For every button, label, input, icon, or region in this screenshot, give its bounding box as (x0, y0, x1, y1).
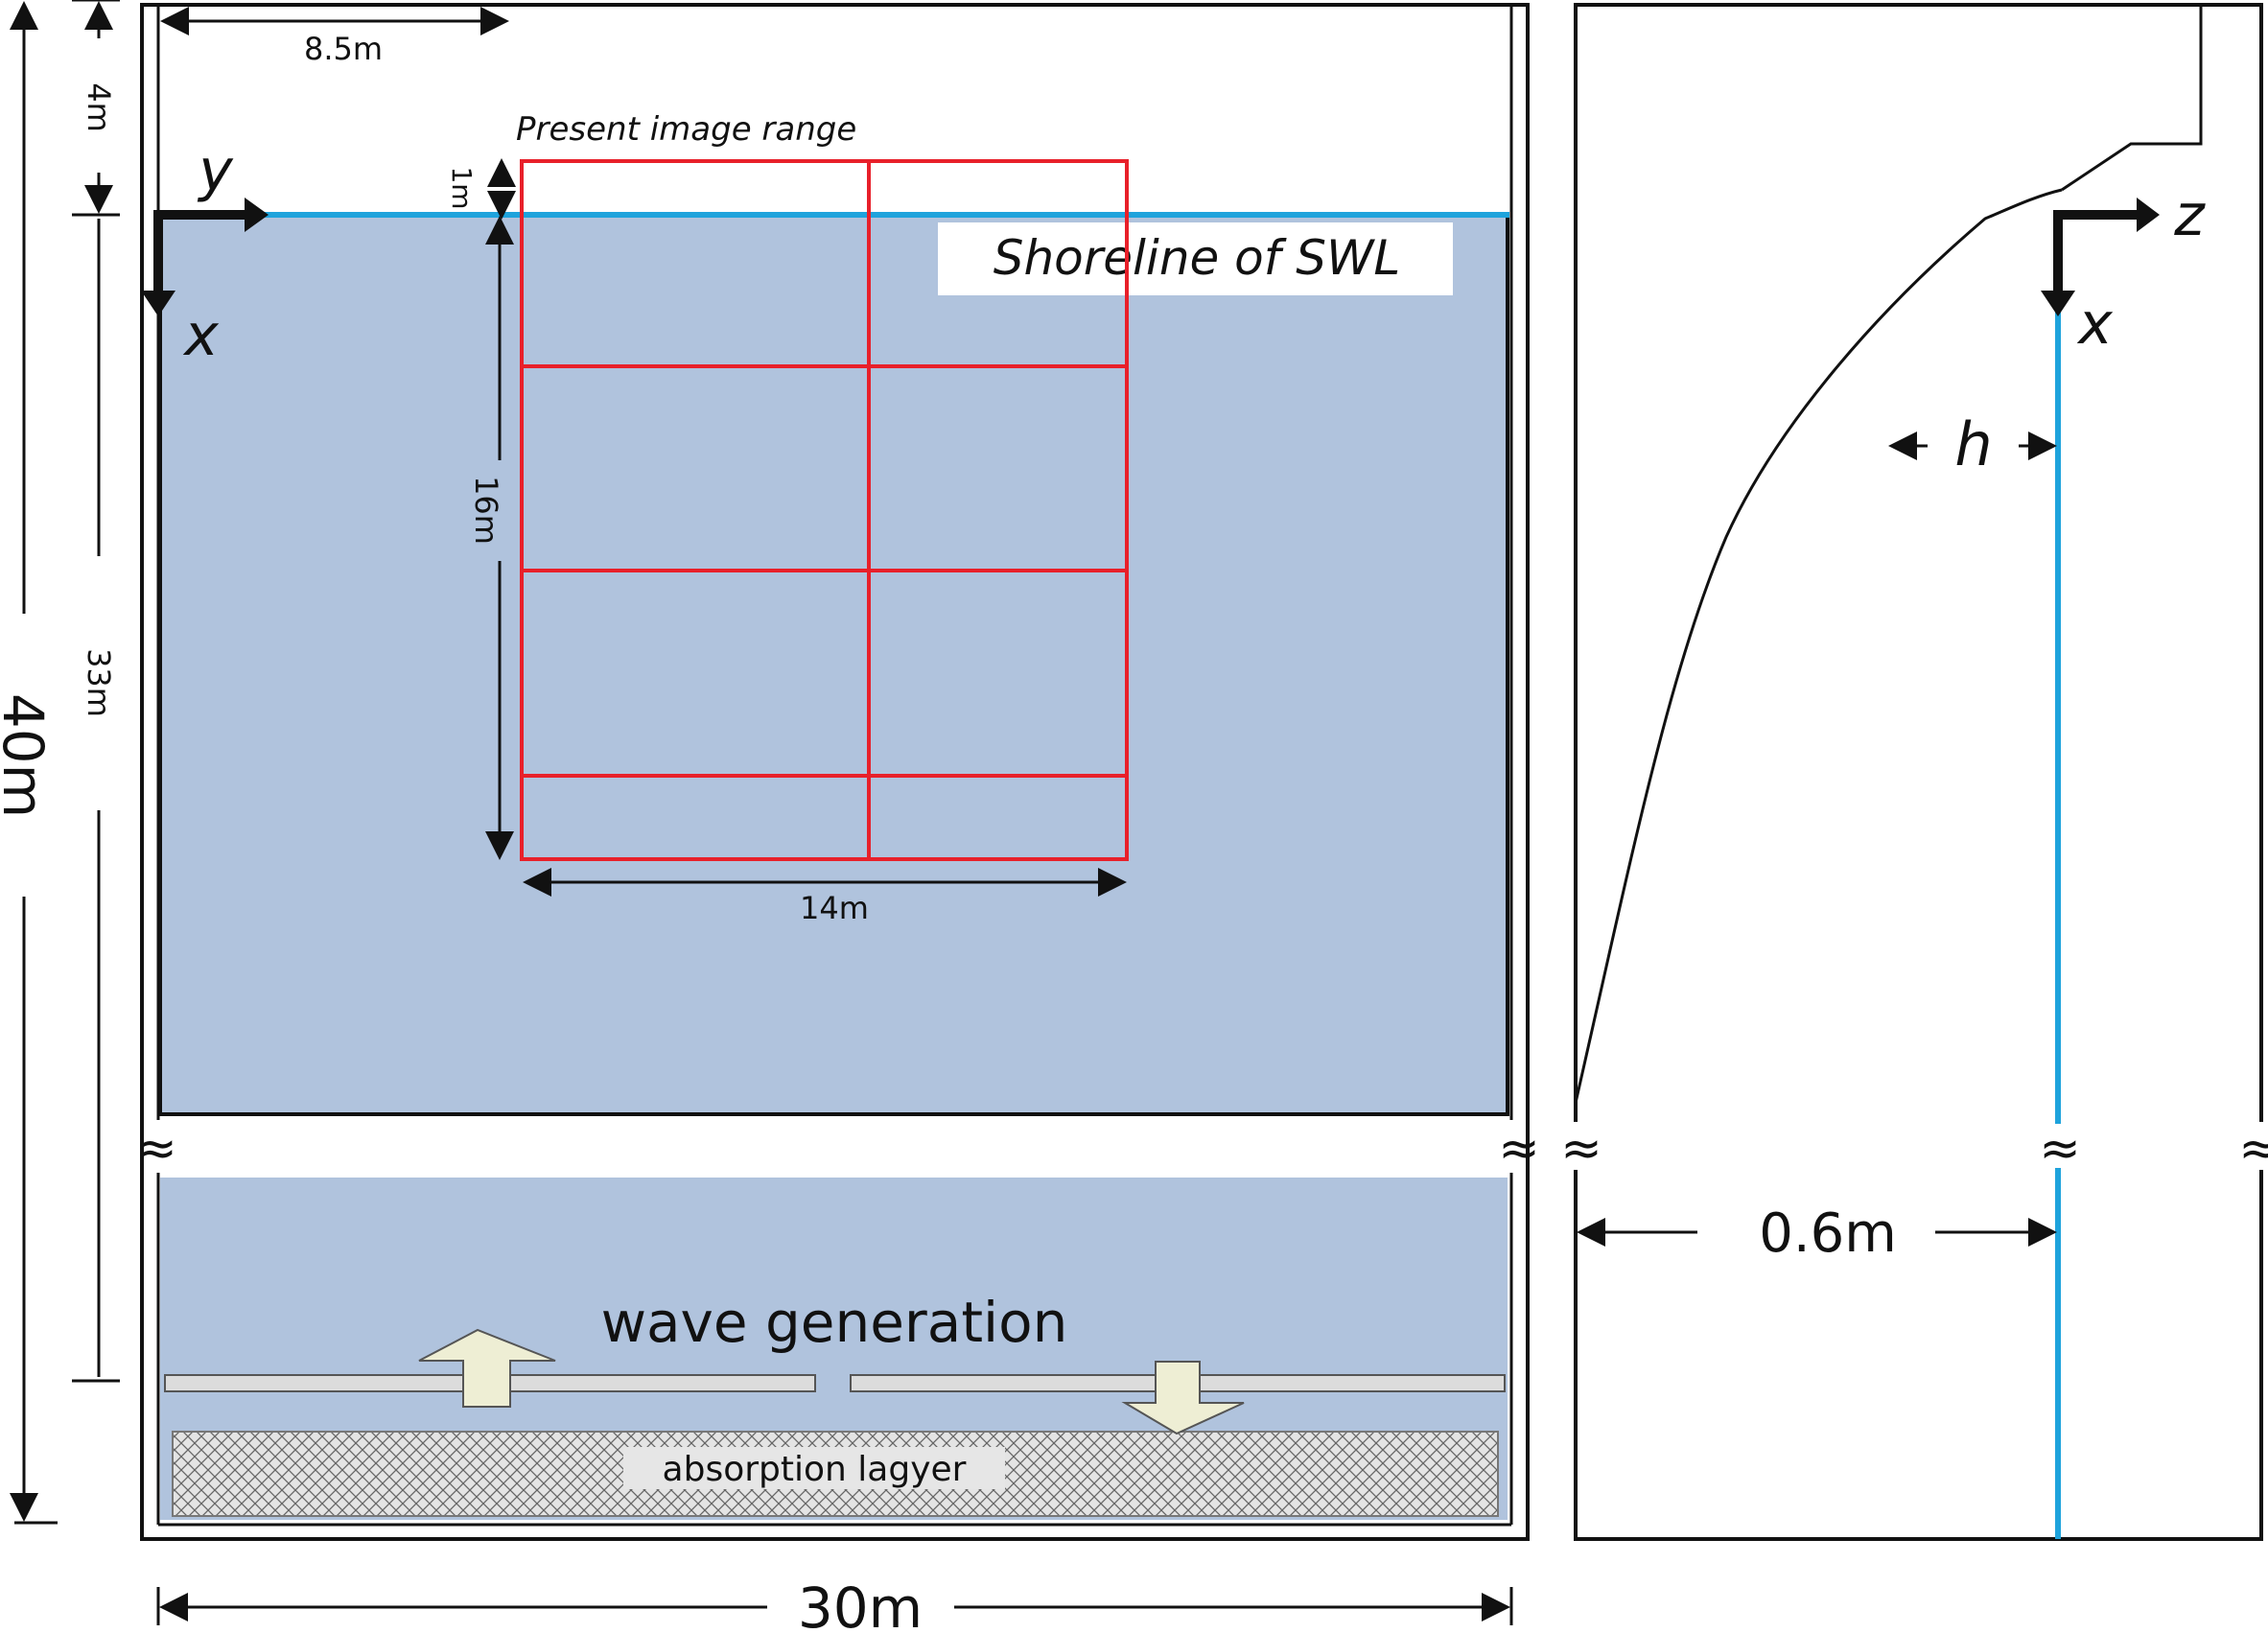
dim-33m-label: 33m (81, 648, 117, 717)
axis-x-arrowhead (141, 291, 175, 316)
image-range-label: Present image range (516, 110, 856, 149)
dim-16m-label: 16m (468, 476, 504, 545)
profile-axis-x-label: x (2076, 291, 2113, 358)
plan-view: absorption lagyer wave generation Shorel… (0, 0, 1540, 1633)
dim-4m-label: 4m (81, 82, 117, 132)
dim-14m-label: 14m (800, 890, 869, 926)
axis-x-label: x (182, 302, 219, 369)
image-range-frame (520, 159, 1129, 861)
dim-30m-label: 30m (798, 1575, 923, 1633)
profile-axis-x-arrowhead (2041, 291, 2075, 316)
depth-h-label: h (1954, 409, 1992, 479)
profile-break-gap-left (1565, 1122, 1594, 1170)
break-mark-plan-left: ≈ (135, 1120, 177, 1178)
absorption-label: absorption lagyer (663, 1450, 967, 1489)
dim-1m-label: 1m (446, 166, 478, 209)
basin-outer-wall (140, 3, 1530, 1541)
profile-break-gap-right (2244, 1122, 2268, 1170)
axis-y-label: y (197, 137, 234, 204)
dim-14m-label-bg (788, 887, 877, 925)
absorption-label-bg (623, 1447, 1005, 1489)
axis-y-arrowhead (245, 198, 269, 232)
dim-40m-label: 40m (0, 693, 56, 818)
shoreline-label: Shoreline of SWL (994, 230, 1401, 286)
shoreline-label-box (938, 222, 1453, 295)
profile-upper-step (2061, 5, 2203, 192)
profile-frame (1574, 3, 2263, 1541)
break-mark-profile-left: ≈ (1560, 1120, 1602, 1178)
wave-up-arrow (418, 1328, 556, 1408)
wave-down-arrow (1121, 1361, 1245, 1435)
water-area-upper (158, 213, 1509, 1116)
break-mark-profile-center: ≈ (2039, 1120, 2081, 1178)
break-mark-plan-right: ≈ (1498, 1120, 1540, 1178)
dim-8-5m-label: 8.5m (304, 31, 383, 67)
break-mark-profile-right: ≈ (2238, 1120, 2268, 1178)
dim-0-6m-label: 0.6m (1759, 1202, 1897, 1265)
wave-generation-label: wave generation (601, 1290, 1068, 1355)
profile-view: z x h 0.6m ≈ ≈ ≈ (1560, 3, 2268, 1541)
swl-break-gap (2043, 1124, 2073, 1168)
profile-axis-z-arrowhead (2137, 198, 2160, 232)
image-range-grid (520, 159, 1129, 861)
beach-profile-curve (1574, 188, 2063, 1104)
break-gap (144, 1120, 1525, 1173)
profile-axis-z-label: z (2173, 182, 2206, 249)
